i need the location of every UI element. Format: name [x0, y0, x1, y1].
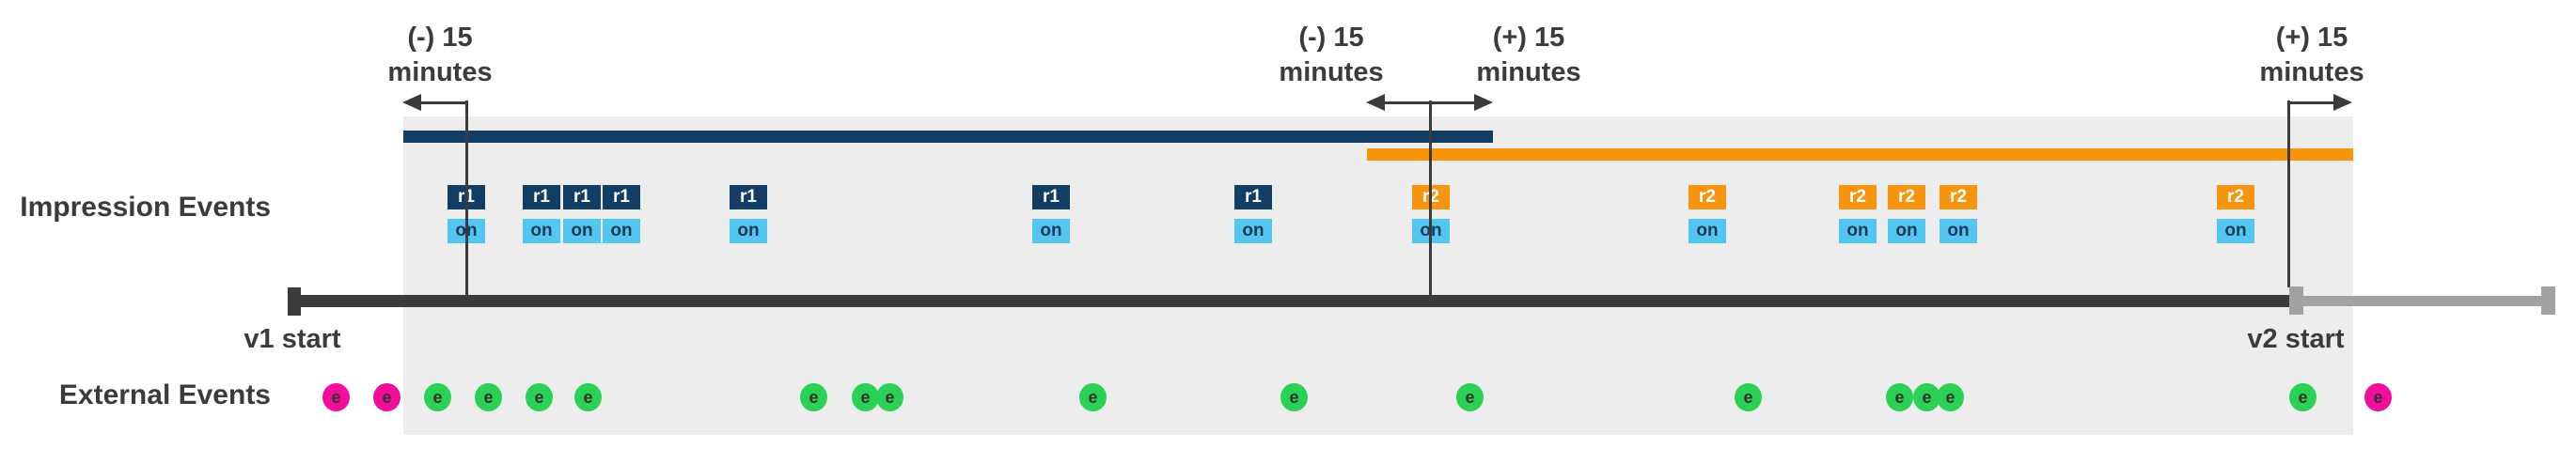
impression-event: r1 on — [1234, 185, 1272, 243]
v2-start-marker-line — [2287, 101, 2290, 287]
arrow-left-icon — [1366, 94, 1385, 111]
offset-annotation-line2: minutes — [1279, 57, 1384, 87]
arrow-shaft — [1374, 101, 1484, 104]
analysis-window-panel — [403, 116, 2353, 435]
impression-event: r1 on — [603, 185, 640, 243]
impression-event: r1 on — [730, 185, 767, 243]
arrow-shaft — [418, 101, 467, 104]
external-event-dot: e — [852, 383, 879, 411]
arrow-right-icon — [2333, 94, 2352, 111]
impression-event: r1 on — [563, 185, 601, 243]
v1-impression-window-bar — [403, 131, 1493, 143]
external-event-dot: e — [475, 383, 502, 411]
external-event-dot: e — [526, 383, 553, 411]
impression-badge: r1 — [1234, 185, 1272, 209]
v1-timeline-bar — [288, 295, 2289, 307]
impression-event: r2 on — [1839, 185, 1877, 243]
impression-event: r2 on — [2217, 185, 2254, 243]
external-event-dot: e — [1913, 383, 1940, 411]
impression-on-badge: on — [563, 219, 601, 243]
external-event-dot: e — [1886, 383, 1913, 411]
external-event-dot: e — [800, 383, 827, 411]
external-event-dot: e — [1735, 383, 1762, 411]
impression-badge: r1 — [523, 185, 560, 209]
impression-event: r1 on — [523, 185, 560, 243]
offset-annotation-line1: (+) 15 — [2275, 23, 2348, 53]
external-event-dot: e — [2364, 383, 2392, 411]
external-event-dot: e — [1937, 383, 1964, 411]
v1-start-cap — [288, 287, 301, 316]
external-event-dot: e — [876, 383, 903, 411]
external-events-label: External Events — [58, 379, 271, 410]
offset-annotation-line1: (-) 15 — [1298, 23, 1364, 53]
offset-annotation: (-) 15 minutes — [387, 21, 492, 90]
first-r2-impression-marker-line — [1429, 101, 1432, 295]
v2-start-cap — [2289, 286, 2303, 315]
external-event-dot: e — [424, 383, 451, 411]
offset-annotation: (+) 15 minutes — [2259, 21, 2364, 90]
arrow-right-icon — [1474, 94, 1493, 111]
offset-annotation-line1: (-) 15 — [407, 23, 473, 53]
impression-badge: r2 — [1839, 185, 1877, 209]
impression-badge: r1 — [603, 185, 640, 209]
offset-annotation-line1: (+) 15 — [1492, 23, 1565, 53]
v2-start-label: v2 start — [2247, 324, 2345, 354]
arrow-left-icon — [402, 94, 421, 111]
impression-events-label: Impression Events — [20, 192, 271, 223]
v1-start-label: v1 start — [243, 324, 341, 354]
offset-annotation: (+) 15 minutes — [1476, 21, 1580, 90]
impression-on-badge: on — [1032, 219, 1070, 243]
external-event-dot: e — [373, 383, 401, 411]
impression-on-badge: on — [1689, 219, 1726, 243]
external-event-dot: e — [1079, 383, 1107, 411]
offset-annotation-line2: minutes — [1476, 57, 1581, 87]
impression-badge: r1 — [1032, 185, 1070, 209]
first-r1-impression-marker-line — [465, 101, 468, 295]
impression-event: r2 on — [1689, 185, 1726, 243]
v2-timeline-bar — [2294, 296, 2548, 306]
impression-on-badge: on — [1940, 219, 1977, 243]
impression-badge: r2 — [2217, 185, 2254, 209]
external-event-dot: e — [322, 383, 350, 411]
offset-annotation-line2: minutes — [2259, 57, 2364, 87]
impression-on-badge: on — [1234, 219, 1272, 243]
impression-on-badge: on — [1888, 219, 1925, 243]
impression-badge: r1 — [730, 185, 767, 209]
impression-on-badge: on — [730, 219, 767, 243]
impression-on-badge: on — [2217, 219, 2254, 243]
v2-impression-window-bar — [1367, 148, 2353, 161]
impression-event: r1 on — [1032, 185, 1070, 243]
impression-badge: r1 — [563, 185, 601, 209]
impression-badge: r2 — [1689, 185, 1726, 209]
arrow-shaft — [2288, 101, 2337, 104]
impression-event: r2 on — [1888, 185, 1925, 243]
offset-annotation-line2: minutes — [387, 57, 493, 87]
impression-on-badge: on — [1839, 219, 1877, 243]
impression-event: r2 on — [1940, 185, 1977, 243]
external-event-dot: e — [1456, 383, 1484, 411]
offset-annotation: (-) 15 minutes — [1279, 21, 1383, 90]
impression-on-badge: on — [523, 219, 560, 243]
external-event-dot: e — [1280, 383, 1308, 411]
v2-timeline-end-cap — [2541, 286, 2555, 315]
external-event-dot: e — [574, 383, 602, 411]
impression-badge: r2 — [1940, 185, 1977, 209]
impression-badge: r2 — [1888, 185, 1925, 209]
external-event-dot: e — [2289, 383, 2317, 411]
impression-on-badge: on — [603, 219, 640, 243]
